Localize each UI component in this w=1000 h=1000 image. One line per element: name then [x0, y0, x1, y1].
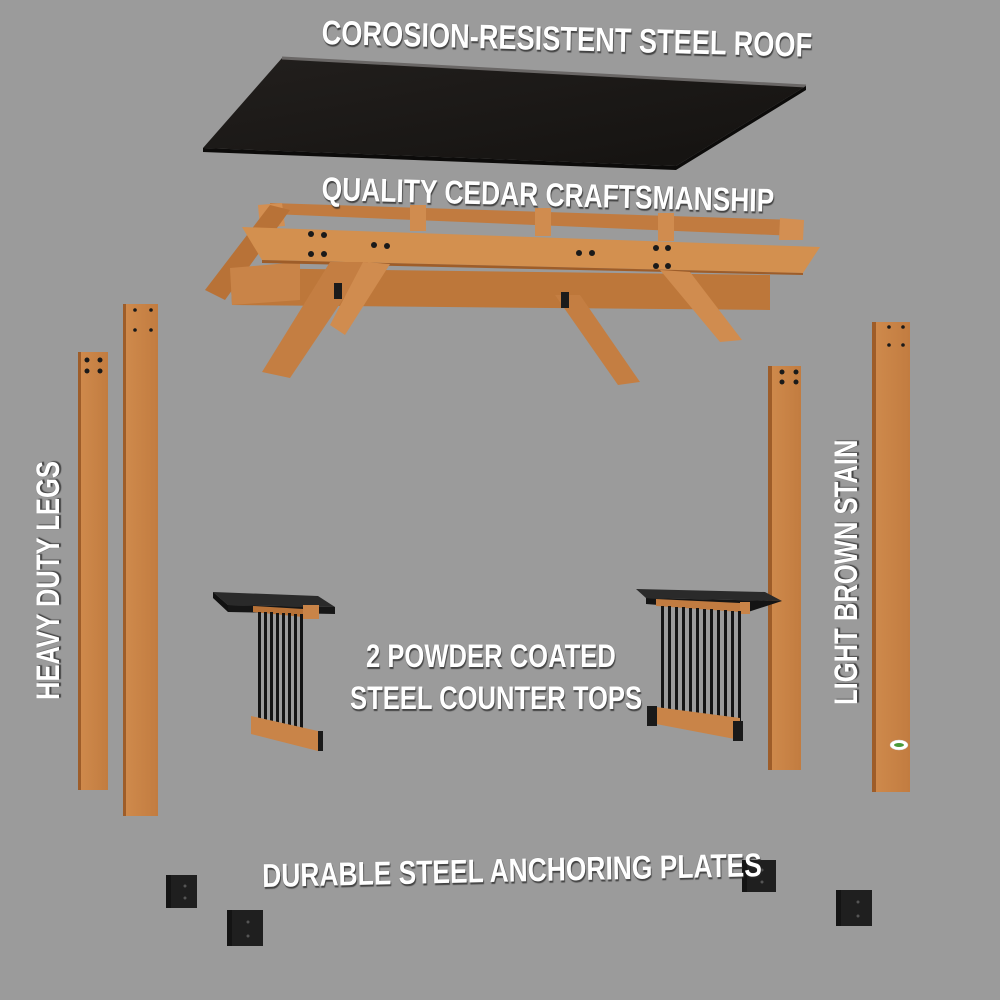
anchor-plate-2	[227, 910, 263, 946]
steel-roof-panel	[203, 56, 807, 170]
legs-caption: HEAVY DUTY LEGS	[30, 461, 66, 700]
counter-caption-line1: 2 POWDER COATED	[366, 638, 616, 674]
counter-top-left	[213, 592, 335, 751]
leg-front-left	[123, 304, 158, 816]
leg-back-left	[78, 352, 108, 790]
anchor-plate-4	[836, 890, 872, 926]
counter-caption-line2: STEEL COUNTER TOPS	[350, 680, 643, 716]
stain-caption: LIGHT BROWN STAIN	[828, 439, 864, 705]
leg-front-right	[872, 322, 910, 792]
leg-back-right	[768, 366, 801, 770]
cedar-roof-frame	[205, 203, 820, 385]
anchor-plate-3	[742, 860, 776, 892]
counter-top-right	[636, 589, 782, 741]
bolt-icons	[308, 231, 671, 269]
anchor-plate-1	[166, 875, 197, 908]
brand-badge-icon	[889, 739, 909, 751]
